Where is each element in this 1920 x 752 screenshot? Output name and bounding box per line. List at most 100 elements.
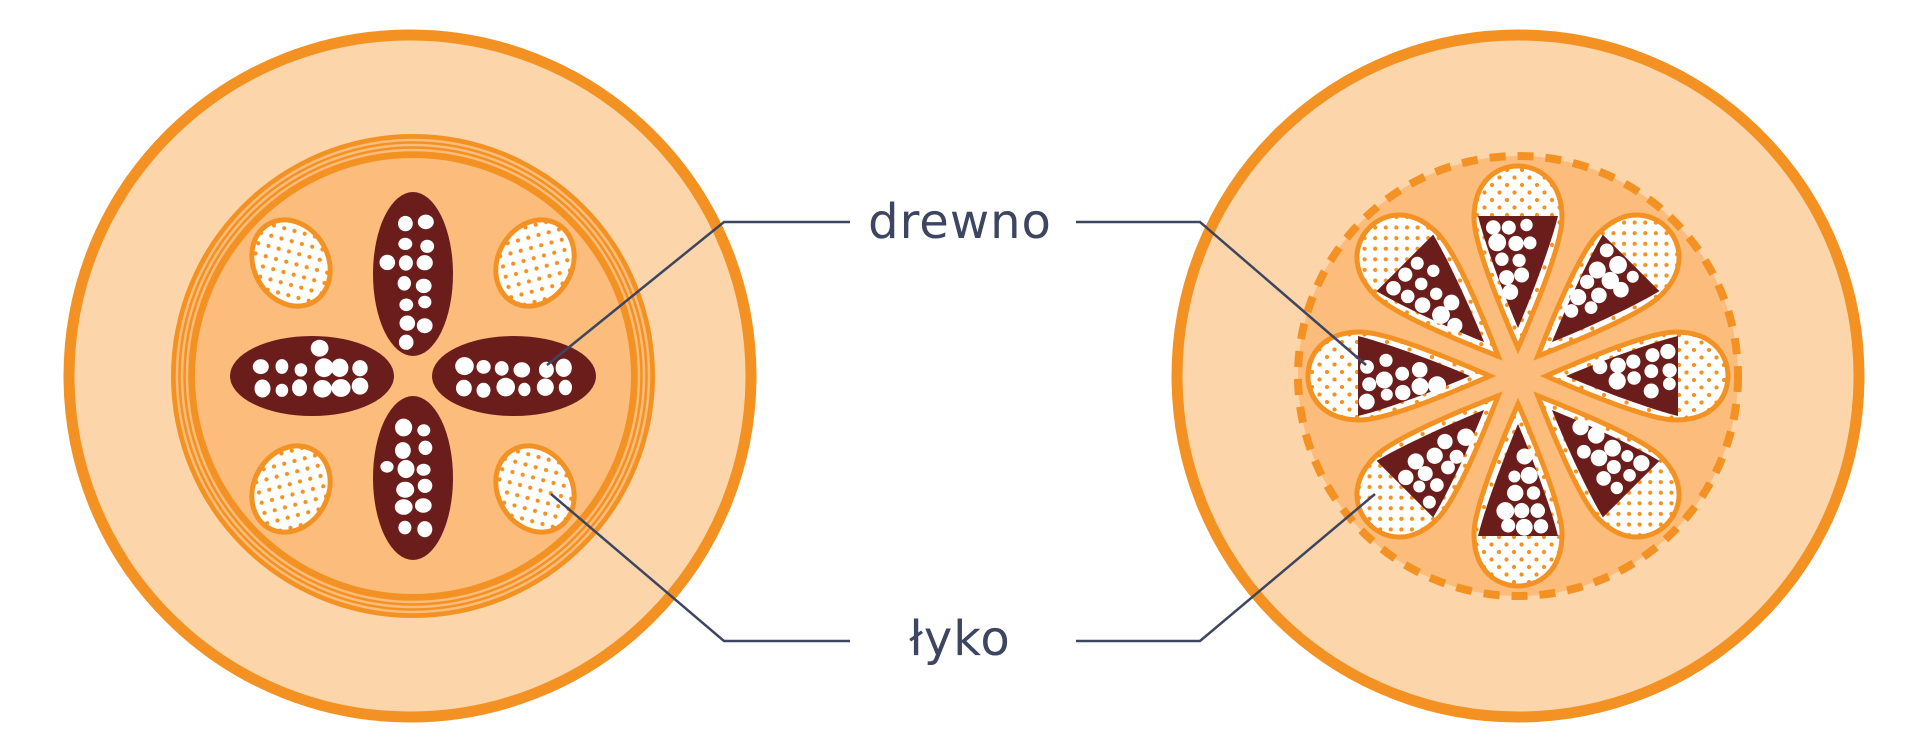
leader-lyko-right — [1076, 493, 1376, 643]
xylem-strand — [373, 396, 453, 560]
xylem-vessel — [1608, 372, 1626, 390]
stem-xylem-vessels — [1564, 243, 1639, 318]
xylem-vessel — [1599, 243, 1614, 258]
xylem-vessel — [1621, 450, 1634, 463]
stem-xylem-vessels — [1386, 256, 1463, 334]
xylem-vessel — [1514, 503, 1530, 519]
xylem-vessel — [399, 315, 416, 331]
root-phloem-bundle — [249, 217, 333, 309]
xylem-vessel — [1610, 481, 1623, 495]
xylem-vessel — [1516, 448, 1533, 465]
xylem-vessel — [1495, 252, 1509, 266]
xylem-vessel — [1576, 444, 1591, 459]
xylem-vessel — [398, 237, 413, 250]
xylem-vessel — [1398, 469, 1414, 486]
xylem-vessel — [1488, 233, 1507, 252]
stem-cross-section — [1171, 29, 1865, 723]
xylem-vessel — [476, 382, 491, 398]
xylem-vessel — [1507, 484, 1524, 502]
xylem-vessel — [1564, 304, 1579, 318]
xylem-vessel — [1520, 466, 1538, 484]
xylem-vessel — [1417, 466, 1433, 482]
xylem-vessel — [1626, 270, 1639, 283]
xylem-vessel — [417, 424, 431, 437]
root-xylem-bundle — [373, 192, 453, 356]
phloem-strand — [249, 443, 333, 535]
xylem-vessel — [1533, 519, 1549, 534]
xylem-vessel — [1633, 455, 1650, 472]
xylem-vessel — [1379, 353, 1393, 367]
xylem-vessel — [1609, 256, 1627, 274]
xylem-vessel — [1526, 486, 1541, 500]
xylem-vessel — [518, 382, 531, 397]
xylem-vessel — [310, 339, 329, 357]
xylem-vessel — [1501, 220, 1516, 235]
stem-xylem-vessels — [1496, 448, 1549, 536]
xylem-vessel — [1414, 277, 1428, 291]
xylem-vessel — [1604, 439, 1621, 457]
xylem-vessel — [1437, 433, 1453, 450]
xylem-vessel — [1447, 317, 1463, 334]
xylem-vessel — [1386, 280, 1401, 296]
xylem-vessel — [417, 214, 434, 230]
xylem-vessel — [1601, 271, 1619, 290]
stem-xylem — [1551, 234, 1660, 343]
stem-vascular-bundle — [1354, 391, 1503, 540]
xylem-vessel — [1623, 468, 1636, 482]
root-phloem-bundle — [493, 443, 577, 535]
xylem-vessel — [294, 363, 308, 377]
xylem-vessel — [513, 362, 531, 378]
xylem-vessel — [1590, 449, 1608, 467]
xylem-vessel — [1584, 301, 1598, 315]
stem-vascular-bundles — [1305, 163, 1731, 589]
xylem-vessel — [1407, 453, 1424, 470]
xylem-vessel — [1660, 343, 1676, 360]
xylem-vessel — [331, 379, 351, 397]
xylem-vessel — [1591, 287, 1607, 304]
xylem-vessel — [1572, 419, 1589, 436]
xylem-vessel — [1508, 235, 1524, 252]
xylem-vessel — [1395, 366, 1410, 381]
xylem-vessel — [397, 459, 415, 479]
xylem-vessel — [1422, 495, 1436, 509]
xylem-vessel — [394, 499, 413, 515]
xylem-vessel — [417, 478, 433, 493]
stem-xylem-vessels — [1358, 353, 1447, 410]
xylem-vessel — [1596, 471, 1611, 486]
root-xylem-bundle — [230, 336, 394, 416]
xylem-strand — [432, 336, 596, 416]
xylem-vessel — [1426, 447, 1443, 464]
xylem-vessel — [415, 278, 432, 294]
root-phloem-bundle — [249, 443, 333, 535]
xylem-vessel — [380, 461, 394, 473]
xylem-vessel — [558, 379, 572, 396]
stem-vascular-bundle — [1533, 212, 1682, 361]
xylem-vessel — [351, 377, 369, 395]
xylem-vessel — [252, 359, 269, 375]
xylem-vessel — [1610, 357, 1626, 374]
xylem-vessel — [417, 521, 433, 538]
xylem-vessel — [494, 361, 509, 376]
xylem-strand — [230, 336, 394, 416]
stem-vascular-bundle — [1354, 212, 1503, 361]
xylem-vessel — [1380, 388, 1393, 401]
xylem-vessel — [418, 440, 433, 455]
xylem-vessel — [1644, 364, 1659, 379]
xylem-vessel — [536, 378, 554, 396]
xylem-vessel — [1410, 256, 1424, 270]
xylem-vessel — [1427, 264, 1440, 277]
stem-vascular-bundle — [1471, 163, 1565, 355]
label-xylem: drewno — [868, 194, 1052, 250]
xylem-vessel — [1515, 518, 1533, 536]
stem-xylem-vessels — [1592, 343, 1677, 399]
xylem-vessel — [1512, 253, 1526, 267]
root-phloem-bundles — [249, 217, 577, 535]
xylem-vessel — [1645, 348, 1660, 363]
xylem-vessel — [1588, 261, 1606, 279]
stem-xylem — [1376, 409, 1485, 518]
leader-lyko-left — [550, 493, 850, 643]
xylem-vessel — [1523, 236, 1537, 250]
xylem-vessel — [396, 481, 415, 498]
xylem-vessel — [1530, 503, 1545, 518]
xylem-vessel — [1501, 518, 1516, 533]
